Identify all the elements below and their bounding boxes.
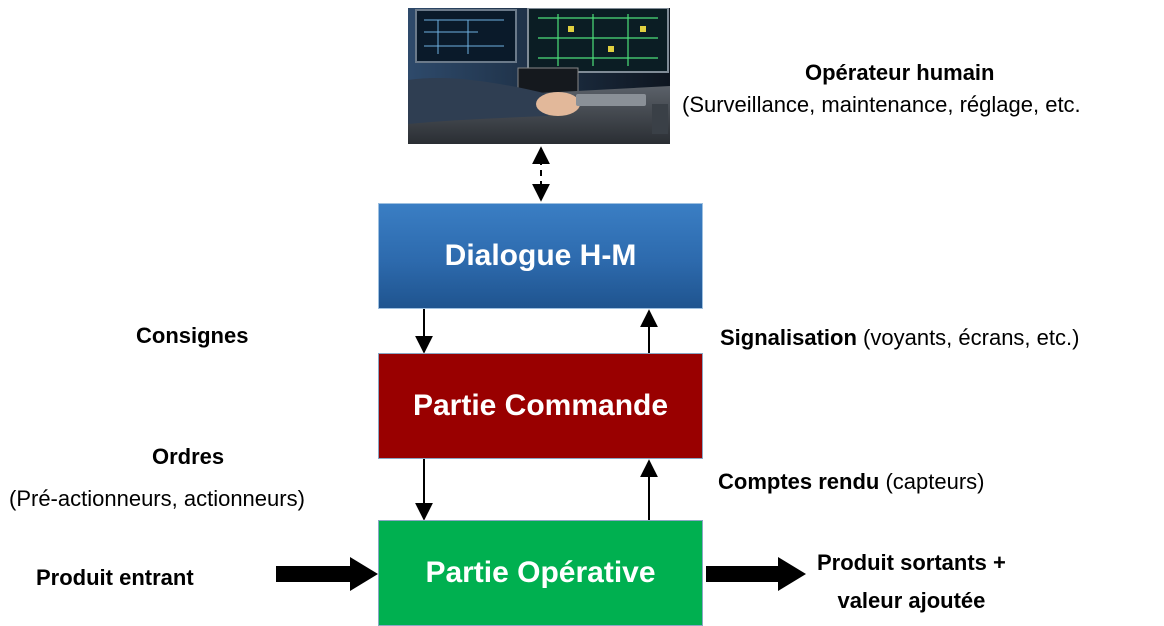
consignes-label: Consignes (136, 323, 249, 348)
produit-sortant-label: Produit sortants + valeur ajoutée (817, 544, 1006, 620)
dialogue-hm-box: Dialogue H-M (378, 203, 703, 309)
partie-commande-label: Partie Commande (412, 389, 669, 422)
produit-sortant-line2: valeur ajoutée (837, 587, 986, 613)
operator-subtitle: (Surveillance, maintenance, réglage, etc… (682, 92, 1081, 117)
ordres-detail: (Pré-actionneurs, actionneurs) (9, 486, 305, 511)
operator-title: Opérateur humain (805, 60, 995, 85)
partie-operative-label: Partie Opérative (425, 556, 656, 589)
comptes-rendu-detail: (capteurs) (879, 469, 985, 494)
signalisation-title: Signalisation (720, 325, 857, 350)
produit-sortant-arrow (706, 557, 806, 591)
signalisation-label: Signalisation (voyants, écrans, etc.) (720, 324, 1079, 352)
ordres-label: Ordres (152, 444, 225, 469)
partie-operative-box: Partie Opérative (378, 520, 703, 626)
partie-commande-box: Partie Commande (378, 353, 703, 459)
comptes-rendu-label: Comptes rendu (capteurs) (718, 468, 985, 496)
comptes-rendu-title: Comptes rendu (718, 469, 880, 494)
signalisation-detail: (voyants, écrans, etc.) (856, 325, 1080, 350)
operator-photo (408, 8, 670, 144)
produit-entrant-label: Produit entrant (36, 565, 194, 590)
dialogue-hm-label: Dialogue H-M (444, 239, 637, 272)
produit-entrant-arrow (276, 557, 378, 591)
operator-control-room-image (408, 8, 670, 144)
produit-sortant-line1: Produit sortants + (817, 550, 1006, 575)
